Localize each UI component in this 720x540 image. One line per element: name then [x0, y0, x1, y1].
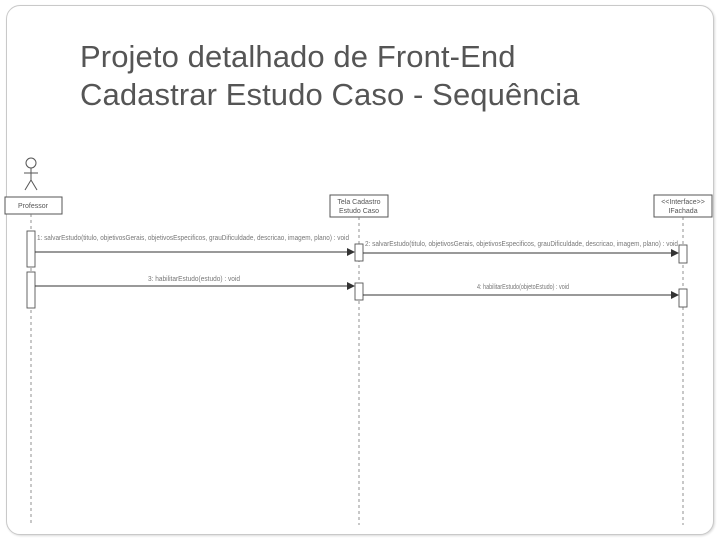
- message-3: 3: habilitarEstudo(estudo) : void: [35, 276, 355, 290]
- slide-title: Projeto detalhado de Front-End Cadastrar…: [80, 38, 580, 114]
- activation-tela-2: [354, 282, 364, 301]
- message-1: 1: salvarEstudo(titulo, objetivosGerais,…: [35, 235, 355, 256]
- participant-2-line-2: IFachada: [668, 208, 697, 215]
- actor-label: Professor: [18, 203, 49, 210]
- title-line-2: Cadastrar Estudo Caso - Sequência: [80, 77, 580, 112]
- activation-tela-1: [354, 243, 364, 262]
- message-2-label: 2: salvarEstudo(titulo, objetivosGerais,…: [365, 241, 678, 248]
- activation-professor-2: [26, 271, 36, 309]
- activation-ifachada-1: [678, 244, 688, 264]
- participant-1-line-1: Tela Cadastro: [337, 199, 380, 206]
- actor-professor: [24, 157, 38, 191]
- participant-2-line-1: <<Interface>>: [661, 199, 705, 206]
- title-line-1: Projeto detalhado de Front-End: [80, 39, 516, 74]
- activation-professor-1: [26, 230, 36, 268]
- participant-tela-cadastro: Tela Cadastro Estudo Caso: [329, 194, 389, 218]
- activation-ifachada-2: [678, 288, 688, 308]
- message-4-label: 4: habilitarEstudo(objetoEstudo) : void: [477, 284, 569, 291]
- slide-frame: [6, 5, 714, 535]
- message-4: 4: habilitarEstudo(objetoEstudo) : void: [363, 284, 679, 299]
- message-2: 2: salvarEstudo(titulo, objetivosGerais,…: [363, 241, 679, 257]
- actor-box: Professor: [4, 196, 63, 215]
- participant-ifachada: <<Interface>> IFachada: [653, 194, 713, 218]
- message-3-label: 3: habilitarEstudo(estudo) : void: [148, 276, 240, 283]
- message-1-label: 1: salvarEstudo(titulo, objetivosGerais,…: [37, 235, 349, 242]
- participant-1-line-2: Estudo Caso: [339, 208, 379, 215]
